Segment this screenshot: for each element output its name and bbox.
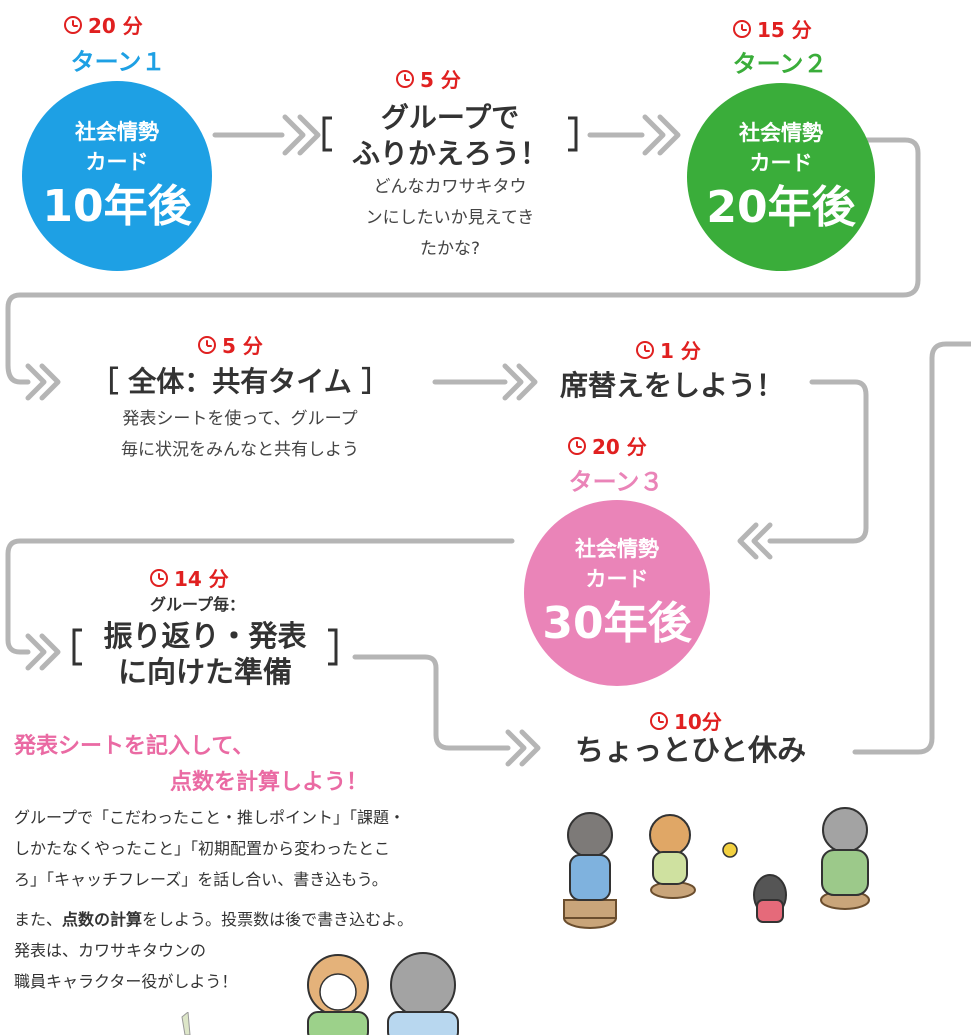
reflect-desc-line3: たかな? xyxy=(419,239,481,259)
share-timer: 5 分 xyxy=(198,330,263,359)
prep-title-line1: 振り返り・発表 xyxy=(103,619,307,653)
clock-icon xyxy=(650,711,668,730)
instructions-heading-line1: 発表シートを記入して、 xyxy=(14,734,255,759)
turn3-label: ターン３ xyxy=(568,468,664,496)
break-time: 10分 xyxy=(674,710,722,734)
para1-line3: ろ」「キャッチフレーズ」を話し合い、書き込もう。 xyxy=(14,870,388,889)
reflect-timer: 5 分 xyxy=(396,64,461,93)
para1-line2: しかたなくやったこと」「初期配置から変わったとこ xyxy=(14,839,391,858)
turn3-card-years: 30年後 xyxy=(542,598,692,649)
clock-icon xyxy=(198,335,216,354)
reflect-title-line2: ふりかえろう！ xyxy=(351,137,548,170)
instructions-heading-line2: 点数を計算しよう！ xyxy=(170,770,369,795)
reflect-time: 5 分 xyxy=(420,68,461,92)
turn1-time: 20 分 xyxy=(88,14,143,38)
turn2-card: 社会情勢 カード 20年後 xyxy=(687,83,875,271)
share-desc-line2: 毎に状況をみんなと共有しよう xyxy=(121,440,359,460)
prep-label: グループ毎： xyxy=(150,595,246,614)
clock-icon xyxy=(64,15,82,34)
seat-change-time: 1 分 xyxy=(660,339,701,363)
para1-line1: グループで「こだわったこと・推しポイント」「課題・ xyxy=(14,808,406,827)
para2-line1: また、点数の計算をしよう。投票数は後で書き込むよ。 xyxy=(14,904,413,935)
turn3-time: 20 分 xyxy=(592,435,647,459)
clock-icon xyxy=(396,69,414,88)
staff-characters-illustration xyxy=(307,952,459,1035)
clock-icon xyxy=(733,19,751,38)
clock-icon xyxy=(150,568,168,587)
reflect-title: グループで ふりかえろう！ xyxy=(330,100,570,172)
turn3-card-line1: 社会情勢 xyxy=(575,537,659,561)
instructions-paragraph2: また、点数の計算をしよう。投票数は後で書き込むよ。 発表は、カワサキタウンの 職… xyxy=(14,904,413,997)
share-title: ［ 全体：共有タイム ］ xyxy=(90,365,390,398)
para2-line3: 職員キャラクター役がしよう！ xyxy=(14,972,238,991)
turn2-card-line1: 社会情勢 xyxy=(739,121,823,145)
instructions-paragraph1: グループで「こだわったこと・推しポイント」「課題・ しかたなくやったこと」「初期… xyxy=(14,802,405,895)
turn1-card-line1: 社会情勢 xyxy=(75,120,159,144)
reflect-desc-line2: ンにしたいか見えてき xyxy=(365,208,535,228)
turn1-card-years: 10年後 xyxy=(42,181,192,232)
clock-icon xyxy=(568,436,586,455)
reflect-description: どんなカワサキタウ ンにしたいか見えてき たかな? xyxy=(320,172,580,265)
turn1-card-line2: カード xyxy=(85,150,149,174)
seat-change-timer: 1 分 xyxy=(636,335,701,364)
prep-title: 振り返り・発表 に向けた準備 xyxy=(85,618,325,690)
reflect-title-line1: グループで xyxy=(380,101,520,134)
share-desc-line1: 発表シートを使って、グループ xyxy=(122,409,358,429)
turn2-timer: 15 分 xyxy=(733,14,812,43)
break-timer: 10分 xyxy=(650,706,722,735)
turn3-card-line2: カード xyxy=(585,567,649,591)
turn3-timer: 20 分 xyxy=(568,431,647,460)
turn2-time: 15 分 xyxy=(757,18,812,42)
para2-post: をしよう。投票数は後で書き込むよ。 xyxy=(142,910,414,929)
turn2-card-line2: カード xyxy=(749,151,813,175)
para2-bold: 点数の計算 xyxy=(62,910,143,929)
prep-timer: 14 分 xyxy=(150,563,229,592)
turn3-card: 社会情勢 カード 30年後 xyxy=(524,500,710,686)
reflect-desc-line1: どんなカワサキタウ xyxy=(373,177,527,197)
seat-change-title: 席替えをしよう！ xyxy=(560,369,785,402)
break-title: ちょっとひと休み xyxy=(575,733,807,767)
para2-line2: 発表は、カワサキタウンの xyxy=(14,941,207,960)
plant-illustration xyxy=(181,1012,191,1035)
turn1-timer: 20 分 xyxy=(64,10,143,39)
share-time: 5 分 xyxy=(222,334,263,358)
para2-pre: また、 xyxy=(14,910,63,929)
turn2-label: ターン２ xyxy=(732,50,828,78)
prep-time: 14 分 xyxy=(174,567,229,591)
break-characters-illustration xyxy=(563,807,870,929)
share-description: 発表シートを使って、グループ 毎に状況をみんなと共有しよう xyxy=(70,404,410,466)
prep-title-line2: に向けた準備 xyxy=(117,655,292,689)
turn1-label: ターン１ xyxy=(70,48,166,76)
turn2-card-years: 20年後 xyxy=(706,182,856,233)
turn1-card: 社会情勢 カード 10年後 xyxy=(22,81,212,271)
clock-icon xyxy=(636,340,654,359)
